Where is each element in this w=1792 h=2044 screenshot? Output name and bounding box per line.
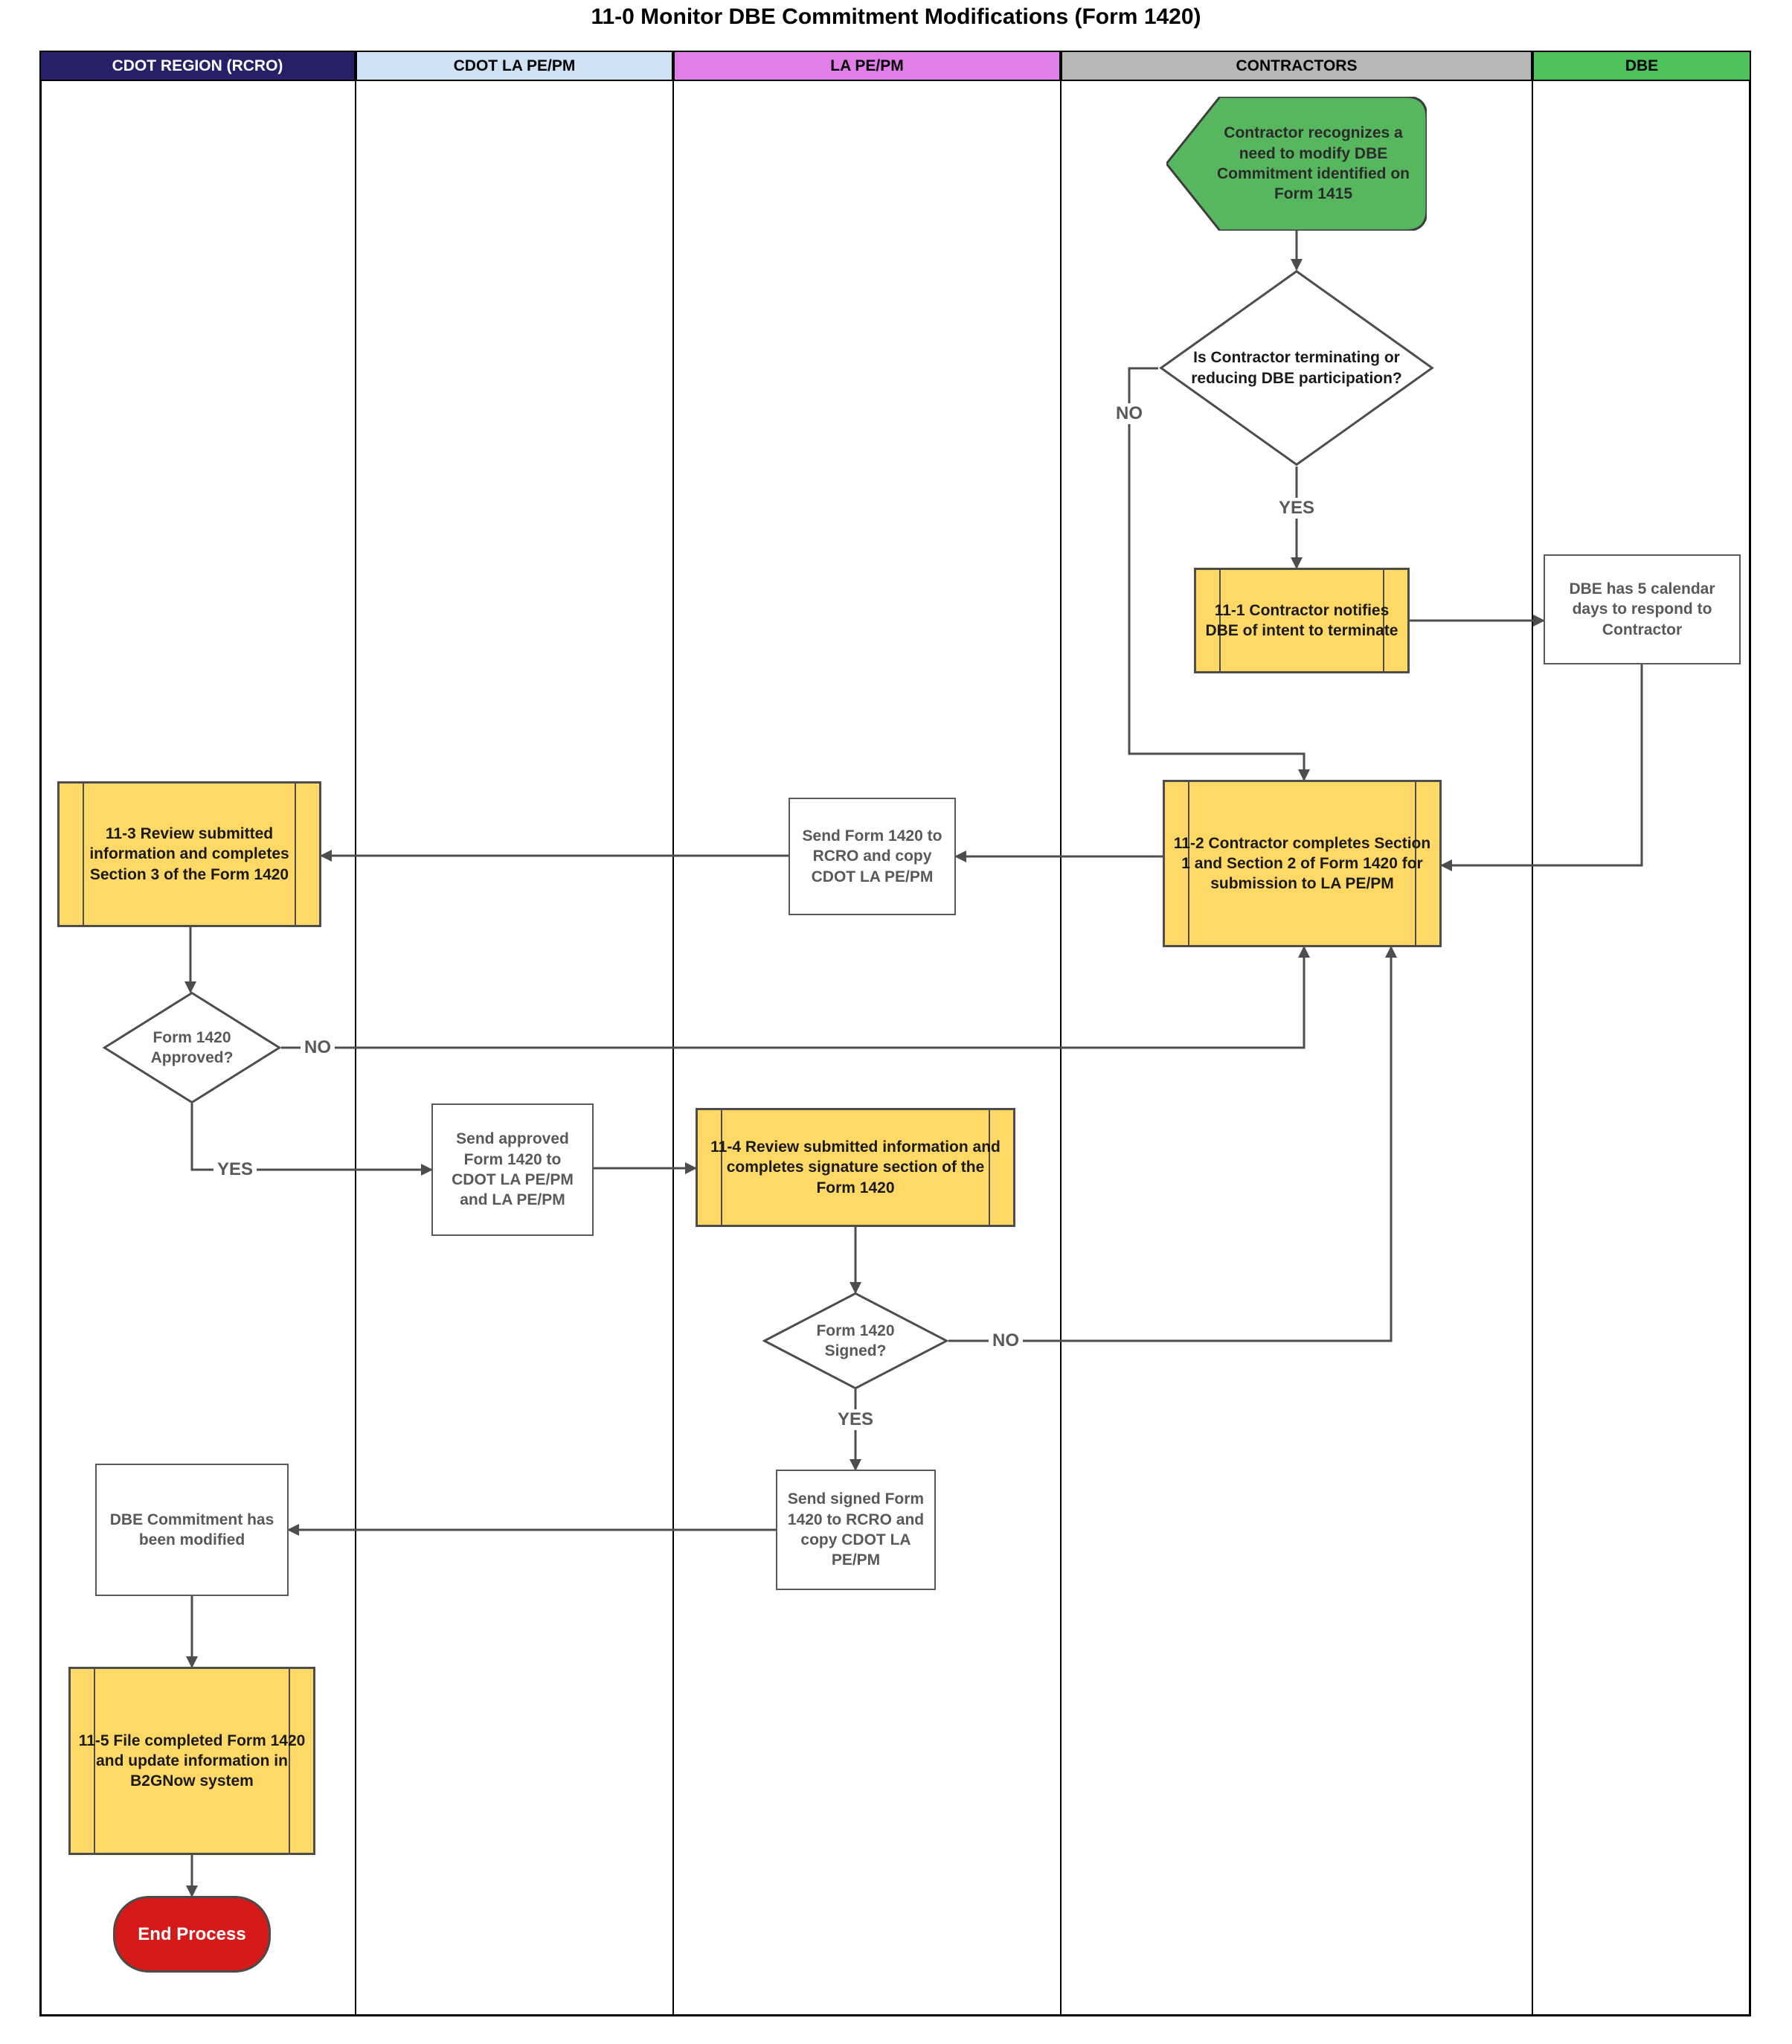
edge-label-yes-signed: YES: [833, 1409, 878, 1430]
end-process-node: End Process: [113, 1896, 271, 1973]
process-11-3: 11-3 Review submitted information and co…: [57, 781, 321, 927]
dbe-respond-note-label: DBE has 5 calendar days to respond to Co…: [1569, 580, 1715, 638]
edge-label-yes-approved: YES: [213, 1159, 257, 1180]
edge-label-no-terminating: NO: [1112, 403, 1146, 424]
lane-header-dbe: DBE: [1532, 51, 1751, 81]
process-11-1: 11-1 Contractor notifies DBE of intent t…: [1194, 568, 1410, 673]
lane-label: LA PE/PM: [830, 57, 904, 74]
process-11-2: 11-2 Contractor completes Section 1 and …: [1163, 780, 1442, 947]
predefined-bars: [94, 1669, 290, 1853]
decision-terminating-label: Is Contractor terminating or reducing DB…: [1191, 349, 1402, 387]
edge-label-no-signed: NO: [989, 1330, 1023, 1351]
diamond-shape: [762, 1292, 948, 1389]
predefined-bars: [1188, 782, 1416, 945]
send-form-1420-rcro-label: Send Form 1420 to RCRO and copy CDOT LA …: [802, 827, 942, 885]
process-11-4-label: 11-4 Review submitted information and co…: [710, 1138, 1001, 1196]
decision-form-1420-signed: Form 1420 Signed?: [762, 1292, 948, 1389]
end-process-label: End Process: [138, 1923, 246, 1944]
lane-header-cdot-region-rcro: CDOT REGION (RCRO): [39, 51, 356, 81]
lane-label: DBE: [1625, 57, 1659, 74]
send-approved-form: Send approved Form 1420 to CDOT LA PE/PM…: [431, 1103, 594, 1236]
process-11-4: 11-4 Review submitted information and co…: [696, 1108, 1015, 1227]
start-node: Contractor recognizes a need to modify D…: [1166, 97, 1427, 231]
display-shape: [1166, 97, 1427, 231]
decision-form-1420-approved: Form 1420 Approved?: [103, 992, 281, 1103]
predefined-bars: [721, 1110, 990, 1225]
send-signed-form-label: Send signed Form 1420 to RCRO and copy C…: [787, 1490, 925, 1569]
predefined-bars: [1219, 570, 1384, 671]
diamond-shape: [103, 992, 281, 1103]
send-form-1420-rcro: Send Form 1420 to RCRO and copy CDOT LA …: [789, 798, 956, 915]
diamond-shape: [1158, 269, 1435, 467]
process-11-2-label: 11-2 Contractor completes Section 1 and …: [1173, 834, 1431, 893]
decision-terminating: Is Contractor terminating or reducing DB…: [1158, 269, 1435, 467]
process-11-5: 11-5 File completed Form 1420 and update…: [68, 1667, 315, 1855]
start-node-label: Contractor recognizes a need to modify D…: [1217, 124, 1410, 203]
lane-label: CDOT LA PE/PM: [453, 57, 576, 74]
dbe-respond-note: DBE has 5 calendar days to respond to Co…: [1544, 554, 1741, 664]
process-11-3-label: 11-3 Review submitted information and co…: [89, 825, 289, 883]
send-approved-form-label: Send approved Form 1420 to CDOT LA PE/PM…: [452, 1130, 574, 1209]
page-title: 11-0 Monitor DBE Commitment Modification…: [591, 4, 1201, 29]
lane-header-contractors: CONTRACTORS: [1061, 51, 1532, 81]
decision-form-1420-approved-label: Form 1420 Approved?: [150, 1028, 234, 1066]
send-signed-form: Send signed Form 1420 to RCRO and copy C…: [776, 1470, 936, 1590]
decision-form-1420-signed-label: Form 1420 Signed?: [816, 1321, 895, 1359]
dbe-commitment-modified-label: DBE Commitment has been modified: [109, 1510, 274, 1548]
process-11-1-label: 11-1 Contractor notifies DBE of intent t…: [1205, 601, 1398, 639]
predefined-bars: [83, 784, 296, 925]
lane-label: CDOT REGION (RCRO): [112, 57, 283, 74]
lane-label: CONTRACTORS: [1236, 57, 1358, 74]
dbe-commitment-modified: DBE Commitment has been modified: [95, 1464, 289, 1596]
process-11-5-label: 11-5 File completed Form 1420 and update…: [78, 1731, 306, 1790]
edge-label-no-approved: NO: [301, 1037, 335, 1058]
edge-label-yes-terminating: YES: [1274, 498, 1319, 519]
lane-header-cdot-la-pepm: CDOT LA PE/PM: [356, 51, 673, 81]
lane-header-la-pepm: LA PE/PM: [673, 51, 1061, 81]
